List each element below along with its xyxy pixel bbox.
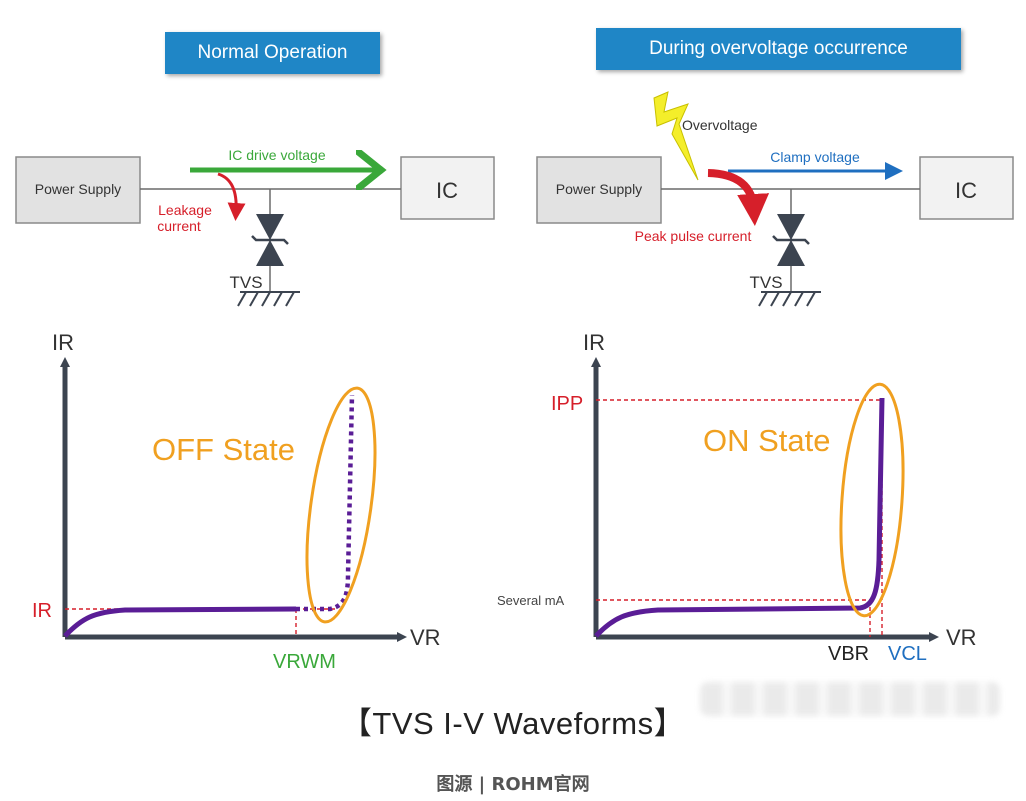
- tvs-lower-triangle: [256, 240, 284, 266]
- ir-marker-label: IR: [32, 600, 52, 622]
- header-normal-operation: Normal Operation: [165, 32, 380, 74]
- lightning-bolt-icon: [653, 91, 699, 181]
- ic-box: [919, 156, 1014, 220]
- header-overvoltage: During overvoltage occurrence: [596, 28, 961, 70]
- ipp-marker-label: IPP: [551, 393, 583, 415]
- peak-pulse-arrow: [707, 169, 770, 226]
- leakage-arrow: [217, 172, 246, 221]
- power-supply-box: [15, 156, 141, 224]
- clamp-voltage-label: Clamp voltage: [770, 149, 860, 165]
- off-state-label: OFF State: [152, 432, 295, 467]
- several-ma-label: Several mA: [497, 593, 565, 608]
- ground-symbol: [758, 291, 821, 307]
- power-supply-label: Power Supply: [35, 181, 121, 197]
- figure-caption: 【TVS I-V Waveforms】: [340, 706, 686, 741]
- tvs-upper-triangle: [777, 214, 805, 240]
- on-state-ellipse: [839, 382, 905, 618]
- vrwm-marker-label: VRWM: [273, 651, 336, 673]
- tvs-label: TVS: [229, 273, 262, 292]
- iv-curve: [63, 606, 297, 638]
- overvoltage-label: Overvoltage: [682, 117, 758, 133]
- tvs-label: TVS: [749, 273, 782, 292]
- off-state-ellipse: [305, 386, 377, 624]
- leakage-label-1: Leakage: [158, 202, 212, 218]
- power-supply-label: Power Supply: [556, 181, 642, 197]
- image-source: 图源 | ROHM官网: [436, 774, 590, 795]
- ic-label: IC: [436, 178, 458, 203]
- x-axis-label: VR: [410, 625, 441, 650]
- tvs-upper-triangle: [256, 214, 284, 240]
- x-axis-label: VR: [946, 625, 977, 650]
- left-circuit: Power Supply IC IC drive voltage Leakage…: [15, 147, 495, 307]
- vcl-marker-label: VCL: [888, 643, 927, 665]
- tvs-bar: [772, 235, 810, 245]
- right-iv-graph: IR VR ON State IPP Several mA VBR VCL: [497, 330, 977, 665]
- tvs-bar: [251, 235, 289, 245]
- iv-curve-projected: [296, 394, 355, 612]
- vbr-marker-label: VBR: [828, 643, 869, 665]
- on-state-label: ON State: [703, 423, 831, 458]
- ic-label: IC: [955, 178, 977, 203]
- ground-symbol: [237, 291, 300, 307]
- left-iv-graph: IR VR OFF State IR VRWM: [32, 330, 441, 673]
- blurred-watermark: [700, 682, 1000, 716]
- tvs-lower-triangle: [777, 240, 805, 266]
- power-supply-box: [536, 156, 662, 224]
- right-circuit: Power Supply IC Overvoltage Clamp voltag…: [536, 91, 1014, 307]
- iv-curve: [594, 397, 885, 638]
- leakage-label-2: current: [157, 218, 201, 234]
- peak-pulse-label: Peak pulse current: [635, 228, 752, 244]
- y-axis-label: IR: [583, 330, 605, 355]
- y-axis-label: IR: [52, 330, 74, 355]
- drive-voltage-label: IC drive voltage: [228, 147, 325, 163]
- ic-box: [400, 156, 495, 220]
